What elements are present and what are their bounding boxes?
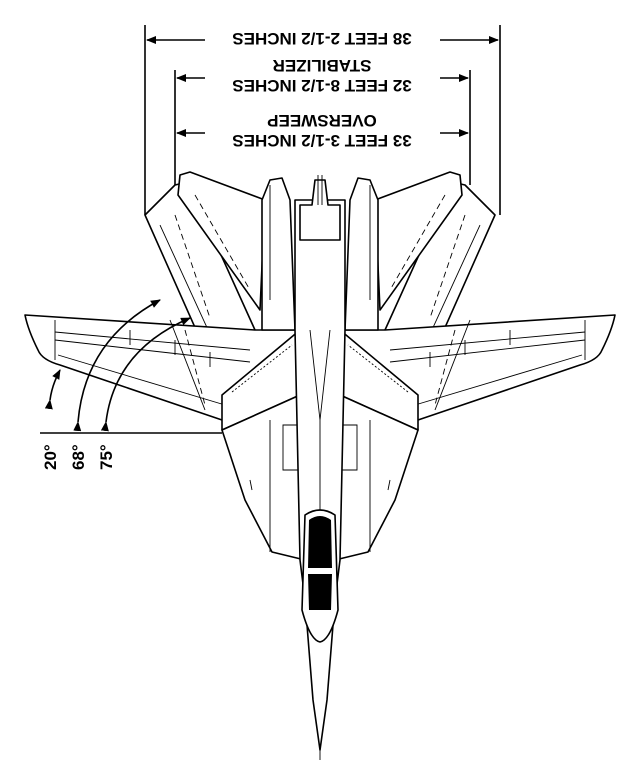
dimension-lines [144, 25, 501, 215]
angle-20: 20° [41, 444, 60, 470]
angle-68: 68° [69, 444, 88, 470]
right-half [334, 171, 616, 561]
oversweep-label: OVERSWEEP [267, 111, 377, 130]
stabilizer-value: 32 FEET 8-1/2 INCHES [232, 76, 412, 95]
left-half [24, 171, 306, 561]
span-label: 38 FEET 2-1/2 INCHES [232, 29, 412, 48]
sweep-angle-arcs [40, 299, 222, 434]
oversweep-value: 33 FEET 3-1/2 INCHES [232, 131, 412, 150]
tail-section [299, 179, 341, 241]
angle-75: 75° [97, 444, 116, 470]
stabilizer-label: STABILIZER [273, 56, 372, 75]
canopy-glass [308, 516, 332, 610]
